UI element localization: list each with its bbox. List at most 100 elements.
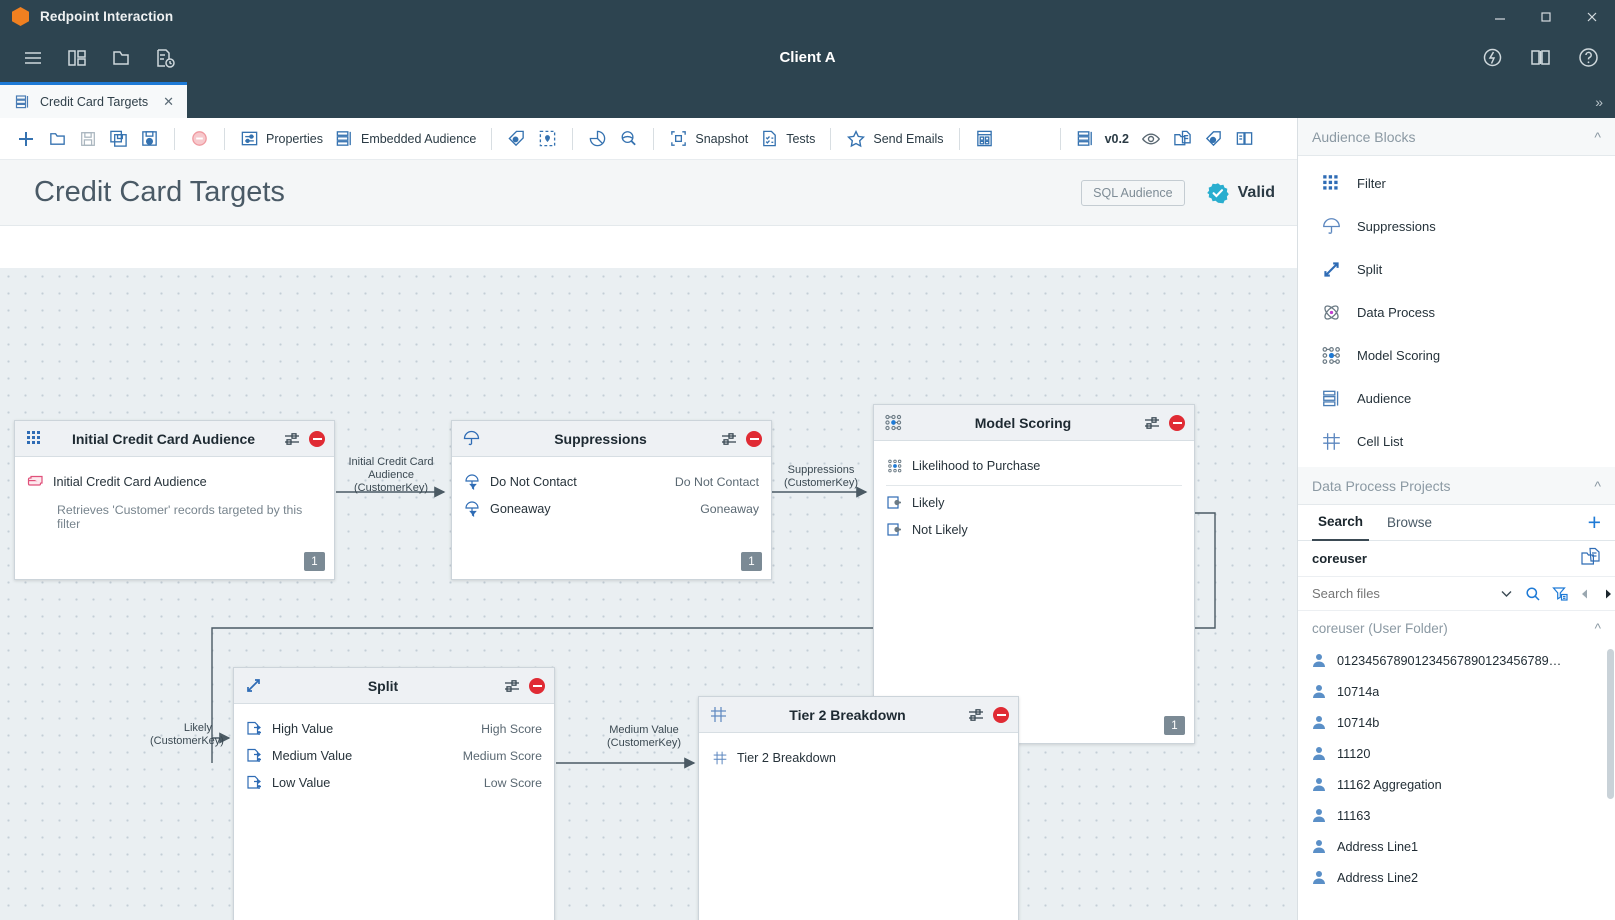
model-scoring-icon: [886, 457, 903, 474]
tab-browse[interactable]: Browse: [1387, 515, 1433, 530]
node-row[interactable]: Not Likely: [886, 516, 1182, 543]
hamburger-menu-icon[interactable]: [20, 45, 46, 71]
user-icon: [1312, 808, 1326, 823]
chevron-up-icon[interactable]: ^: [1594, 128, 1601, 145]
next-arrow-icon[interactable]: [1602, 588, 1614, 600]
tab-close-icon[interactable]: ✕: [163, 93, 175, 109]
chevron-up-icon[interactable]: ^: [1594, 477, 1601, 494]
workflow-canvas[interactable]: Initial Credit Card Audience Initial Cre…: [0, 268, 1297, 920]
location-select-button[interactable]: [532, 124, 563, 154]
search-files-input[interactable]: [1312, 586, 1488, 601]
node-row[interactable]: Do Not Contact Do Not Contact: [464, 468, 759, 495]
save-as-button[interactable]: [134, 124, 165, 154]
open-button[interactable]: [42, 124, 73, 154]
list-item[interactable]: Address Line2: [1298, 862, 1615, 893]
copy-to-folder-button[interactable]: [1167, 124, 1198, 154]
snapshot-button[interactable]: Snapshot: [663, 124, 754, 154]
preview-button[interactable]: [1135, 124, 1167, 154]
node-model-scoring[interactable]: Model Scoring Likelihood to Purchase: [873, 404, 1195, 744]
node-row[interactable]: Goneaway Goneaway: [464, 495, 759, 522]
sidebar-block-data-process[interactable]: Data Process: [1298, 291, 1615, 334]
sidebar-block-split[interactable]: Split: [1298, 248, 1615, 291]
data-process-projects-header[interactable]: Data Process Projects ^: [1298, 467, 1615, 505]
tab-search[interactable]: Search: [1312, 505, 1370, 541]
help-icon[interactable]: [1575, 45, 1601, 71]
node-tier-2-breakdown[interactable]: Tier 2 Breakdown Tier 2 Breakdown 1: [698, 696, 1019, 920]
list-item[interactable]: 012345678901234567890123456789…: [1298, 645, 1615, 676]
search-icon[interactable]: [1525, 586, 1541, 602]
node-settings-icon[interactable]: [720, 430, 738, 448]
user-folder-header[interactable]: coreuser (User Folder) ^: [1298, 611, 1615, 645]
sidebar-block-cell-list[interactable]: Cell List: [1298, 420, 1615, 463]
open-book-button[interactable]: [1229, 124, 1260, 154]
save-copy-button[interactable]: [103, 124, 134, 154]
node-suppressions[interactable]: Suppressions Do Not Contact Do Not Conta…: [451, 420, 772, 580]
embedded-audience-button[interactable]: Embedded Audience: [329, 124, 482, 154]
node-settings-icon[interactable]: [503, 677, 521, 695]
list-item[interactable]: Address Line1: [1298, 831, 1615, 862]
node-row[interactable]: Initial Credit Card Audience: [27, 468, 322, 495]
maximize-button[interactable]: [1523, 0, 1569, 33]
recent-documents-icon[interactable]: [152, 45, 178, 71]
node-delete-icon[interactable]: [309, 430, 325, 447]
node-row[interactable]: Medium Value Medium Score: [246, 742, 542, 769]
analyze-button[interactable]: [613, 124, 644, 154]
node-row[interactable]: High Value High Score: [246, 715, 542, 742]
chart-button[interactable]: [582, 124, 613, 154]
node-delete-icon[interactable]: [1169, 414, 1185, 431]
node-delete-icon[interactable]: [529, 677, 545, 694]
node-row[interactable]: Tier 2 Breakdown: [711, 744, 1006, 771]
grid-view-button[interactable]: [969, 124, 1000, 154]
sidebar-block-filter[interactable]: Filter: [1298, 162, 1615, 205]
node-settings-icon[interactable]: [967, 706, 985, 724]
copy-document-icon[interactable]: [1580, 546, 1601, 572]
version-button[interactable]: v0.2: [1070, 124, 1135, 154]
tag-label-button[interactable]: [1198, 124, 1229, 154]
node-header-row[interactable]: Likelihood to Purchase: [886, 452, 1182, 479]
sidebar-block-model-scoring[interactable]: Model Scoring: [1298, 334, 1615, 377]
close-button[interactable]: [1569, 0, 1615, 33]
open-project-icon[interactable]: [108, 45, 134, 71]
sidebar-block-audience[interactable]: Audience: [1298, 377, 1615, 420]
node-settings-icon[interactable]: [283, 430, 301, 448]
tab-credit-card-targets[interactable]: Credit Card Targets ✕: [0, 82, 188, 118]
node-delete-icon[interactable]: [993, 706, 1009, 723]
audience-blocks-header[interactable]: Audience Blocks ^: [1298, 118, 1615, 156]
tests-button[interactable]: Tests: [754, 124, 821, 154]
node-settings-icon[interactable]: [1143, 414, 1161, 432]
dashboard-layout-icon[interactable]: [64, 45, 90, 71]
previous-arrow-icon[interactable]: [1579, 588, 1591, 600]
delete-button[interactable]: [184, 124, 215, 154]
node-split[interactable]: Split High Value High Score: [233, 667, 555, 920]
node-row[interactable]: Low Value Low Score: [246, 769, 542, 796]
properties-button[interactable]: Properties: [234, 124, 329, 154]
page-header-right: SQL Audience Valid: [1081, 179, 1275, 206]
send-emails-button[interactable]: Send Emails: [840, 124, 949, 154]
minimize-button[interactable]: [1477, 0, 1523, 33]
tag-button[interactable]: [501, 124, 532, 154]
node-row[interactable]: Likely: [886, 489, 1182, 516]
chevron-down-icon[interactable]: [1499, 586, 1514, 601]
file-list-scrollbar[interactable]: [1607, 649, 1614, 799]
sql-audience-badge[interactable]: SQL Audience: [1081, 179, 1185, 206]
list-item[interactable]: 11162 Aggregation: [1298, 769, 1615, 800]
app-logo-icon: [12, 7, 29, 26]
new-button[interactable]: [10, 124, 42, 154]
activity-badge-icon[interactable]: [1479, 45, 1505, 71]
node-delete-icon[interactable]: [746, 430, 762, 447]
chevron-up-icon[interactable]: ^: [1594, 620, 1601, 636]
list-item[interactable]: 10714a: [1298, 676, 1615, 707]
toolbar-separator: [958, 127, 960, 150]
list-item[interactable]: 11163: [1298, 800, 1615, 831]
node-title: Model Scoring: [974, 414, 1072, 431]
node-initial-credit-card-audience[interactable]: Initial Credit Card Audience Initial Cre…: [14, 420, 335, 580]
add-project-button[interactable]: +: [1587, 509, 1601, 535]
tab-overflow-icon[interactable]: »: [1595, 94, 1603, 110]
book-icon[interactable]: [1527, 45, 1553, 71]
list-item[interactable]: 10714b: [1298, 707, 1615, 738]
filter-settings-icon[interactable]: [1552, 586, 1568, 602]
list-item[interactable]: 11120: [1298, 738, 1615, 769]
file-list[interactable]: 012345678901234567890123456789… 10714a 1…: [1298, 645, 1615, 920]
sidebar-block-suppressions[interactable]: Suppressions: [1298, 205, 1615, 248]
save-button[interactable]: [73, 124, 103, 154]
